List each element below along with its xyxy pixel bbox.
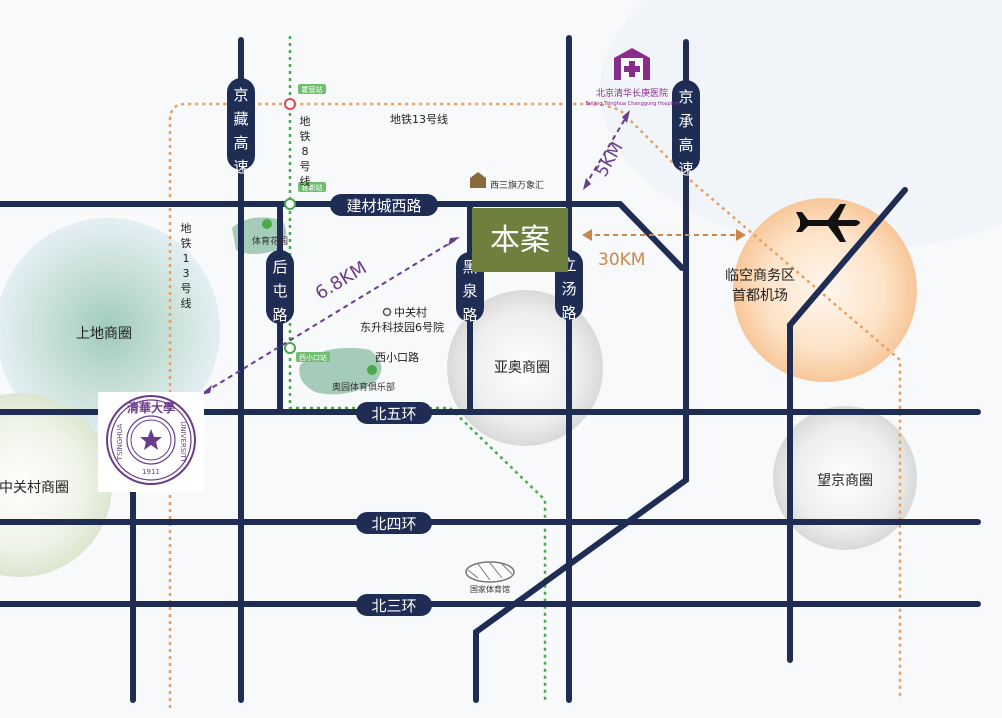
label-zhongguancun: 中关村商圈 bbox=[0, 480, 69, 496]
road-label-beisanhuan: 北三环 bbox=[356, 594, 432, 616]
station-tag-huoying bbox=[298, 84, 326, 94]
station-xixiaokou-marker bbox=[284, 342, 296, 354]
label-airport-line2: 首都机场 bbox=[732, 288, 788, 304]
road-label-text: 北三环 bbox=[371, 597, 416, 615]
tsinghua-seal-year: 1911 bbox=[142, 468, 160, 476]
road-label-char: 承 bbox=[678, 112, 693, 130]
road-label-char: 京 bbox=[678, 88, 693, 106]
road-label-char: 京 bbox=[233, 86, 248, 104]
road-label-jingcheng: 京承高速 bbox=[672, 80, 700, 178]
road-label-text: 北四环 bbox=[371, 515, 416, 533]
arrow-head-icon bbox=[583, 178, 591, 190]
road-label-text: 后屯路 bbox=[272, 258, 287, 324]
distance-line-tsinghua bbox=[204, 239, 456, 393]
shangdi-circle bbox=[0, 218, 220, 442]
hospital-logo-icon bbox=[614, 48, 650, 80]
road-label-houtun: 后屯路 bbox=[266, 250, 294, 324]
tiyu-marker bbox=[262, 219, 272, 229]
label-zgc-line1: 中关村 bbox=[394, 305, 427, 319]
road-label-char: 高 bbox=[678, 136, 693, 154]
tsinghua-seal-right-text: UNIVERSITY bbox=[179, 421, 187, 463]
road-label-char: 高 bbox=[233, 134, 248, 152]
label-station-huoying: 霍营站 bbox=[302, 85, 323, 94]
airplane-icon bbox=[796, 204, 860, 242]
station-yuxin-marker bbox=[284, 198, 296, 210]
label-station-xixiaokou: 西小口站 bbox=[299, 353, 327, 362]
tsinghua-seal-left-text: TSINGHUA bbox=[116, 423, 124, 461]
road-label-text: 京承高速 bbox=[678, 88, 693, 178]
road-label-char: 路 bbox=[561, 304, 576, 322]
label-yaao: 亚奥商圈 bbox=[494, 359, 550, 376]
label-station-yuxin: 育新站 bbox=[302, 183, 323, 192]
label-stadium: 国家体育馆 bbox=[470, 584, 510, 594]
road-label-char: 速 bbox=[233, 158, 248, 176]
park-tiyu bbox=[232, 217, 287, 254]
hospital-name-en: Beijing Tsinghua Changgung Hospital bbox=[586, 101, 679, 107]
stadium-icon bbox=[465, 561, 515, 583]
label-airport-line1: 临空商务区 bbox=[725, 268, 795, 284]
road-label-char: 速 bbox=[678, 160, 693, 178]
distance-line-hospital bbox=[584, 113, 629, 187]
xisanqi-marker bbox=[470, 172, 486, 188]
metro-line-13 bbox=[168, 102, 902, 708]
road-label-char: 路 bbox=[272, 306, 287, 324]
aoguo-marker bbox=[367, 365, 377, 375]
road-label-char: 后 bbox=[272, 258, 287, 276]
road-label-jiancaicheng: 建材城西路 bbox=[330, 194, 438, 216]
road-label-char: 汤 bbox=[561, 280, 576, 298]
road-label-text: 京藏高速 bbox=[233, 86, 248, 176]
zhongguancun-circle bbox=[0, 393, 112, 577]
background-tint bbox=[600, 0, 1002, 250]
label-metro13-top: 地铁13号线 bbox=[390, 112, 448, 126]
label-shangdi: 上地商圈 bbox=[76, 326, 132, 342]
label-tiyu-garden: 体育花园 bbox=[252, 235, 288, 247]
project-block bbox=[472, 208, 568, 272]
hospital-name-cn: 北京清华长庚医院 bbox=[596, 87, 668, 99]
yaao-circle bbox=[447, 290, 603, 446]
label-xixiaokou-road: 西小口路 bbox=[375, 351, 419, 364]
tsinghua-seal-top-text: 清華大學 bbox=[127, 400, 175, 415]
station-huoying-marker bbox=[284, 98, 296, 110]
tsinghua-seal-icon bbox=[106, 395, 196, 485]
zgc-marker bbox=[382, 307, 392, 317]
road-label-char: 屯 bbox=[272, 282, 287, 300]
label-wangjing: 望京商圈 bbox=[817, 473, 873, 489]
road-label-text: 北五环 bbox=[371, 405, 416, 423]
road-label-jingzang: 京藏高速 bbox=[227, 78, 255, 176]
label-zgc-line2: 东升科技园6号院 bbox=[360, 320, 444, 334]
road-label-text: 黑泉路 bbox=[462, 258, 477, 324]
arrow-head-icon bbox=[448, 237, 460, 246]
road-label-char: 路 bbox=[462, 306, 477, 324]
distance-label-airport: 30KM bbox=[598, 250, 645, 270]
label-xisanqi: 西三旗万象汇 bbox=[490, 179, 544, 191]
arrow-head-icon bbox=[582, 229, 592, 241]
road-label-char: 泉 bbox=[462, 282, 477, 300]
road-label-text: 建材城西路 bbox=[346, 197, 421, 215]
project-label: 本案 bbox=[490, 223, 550, 258]
station-tag-yuxin bbox=[298, 182, 326, 192]
arrow-head-icon bbox=[622, 110, 630, 123]
arrow-head-icon bbox=[736, 229, 746, 241]
wangjing-circle bbox=[773, 406, 917, 550]
road-label-beisihuan: 北四环 bbox=[356, 512, 432, 534]
label-aoguo: 奥园体育俱乐部 bbox=[332, 381, 395, 393]
road-label-char: 藏 bbox=[233, 110, 248, 128]
road-label-beiwuhuan: 北五环 bbox=[356, 402, 432, 424]
station-tag-xixiaokou bbox=[296, 352, 330, 362]
